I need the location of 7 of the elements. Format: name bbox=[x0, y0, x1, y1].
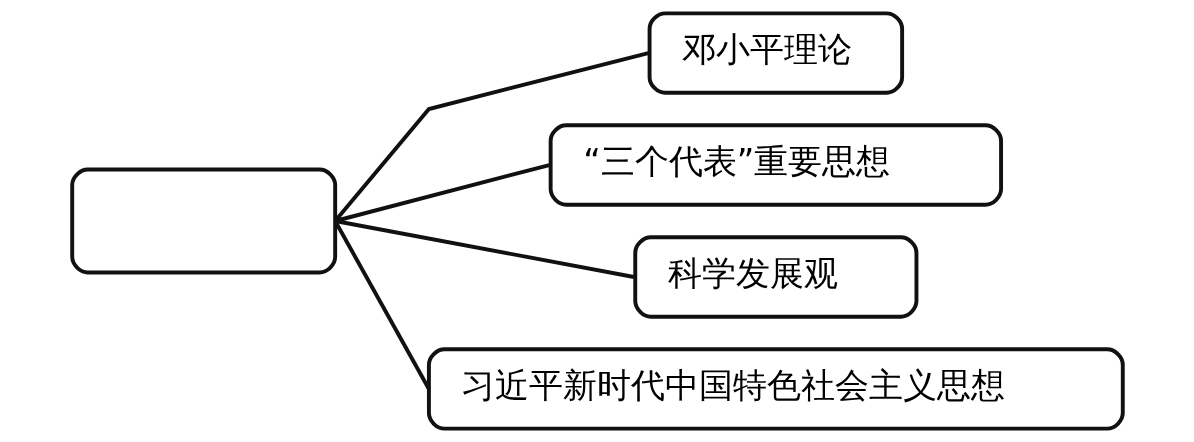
connector bbox=[332, 220, 431, 390]
node-box: 邓小平理论 bbox=[647, 11, 904, 95]
node-box: 习近平新时代中国特色社会主义思想 bbox=[426, 347, 1125, 431]
connector bbox=[333, 51, 649, 223]
node-box bbox=[69, 167, 337, 275]
node-box: “三个代表”重要思想 bbox=[548, 123, 1003, 207]
node-box: 科学发展观 bbox=[632, 235, 918, 319]
